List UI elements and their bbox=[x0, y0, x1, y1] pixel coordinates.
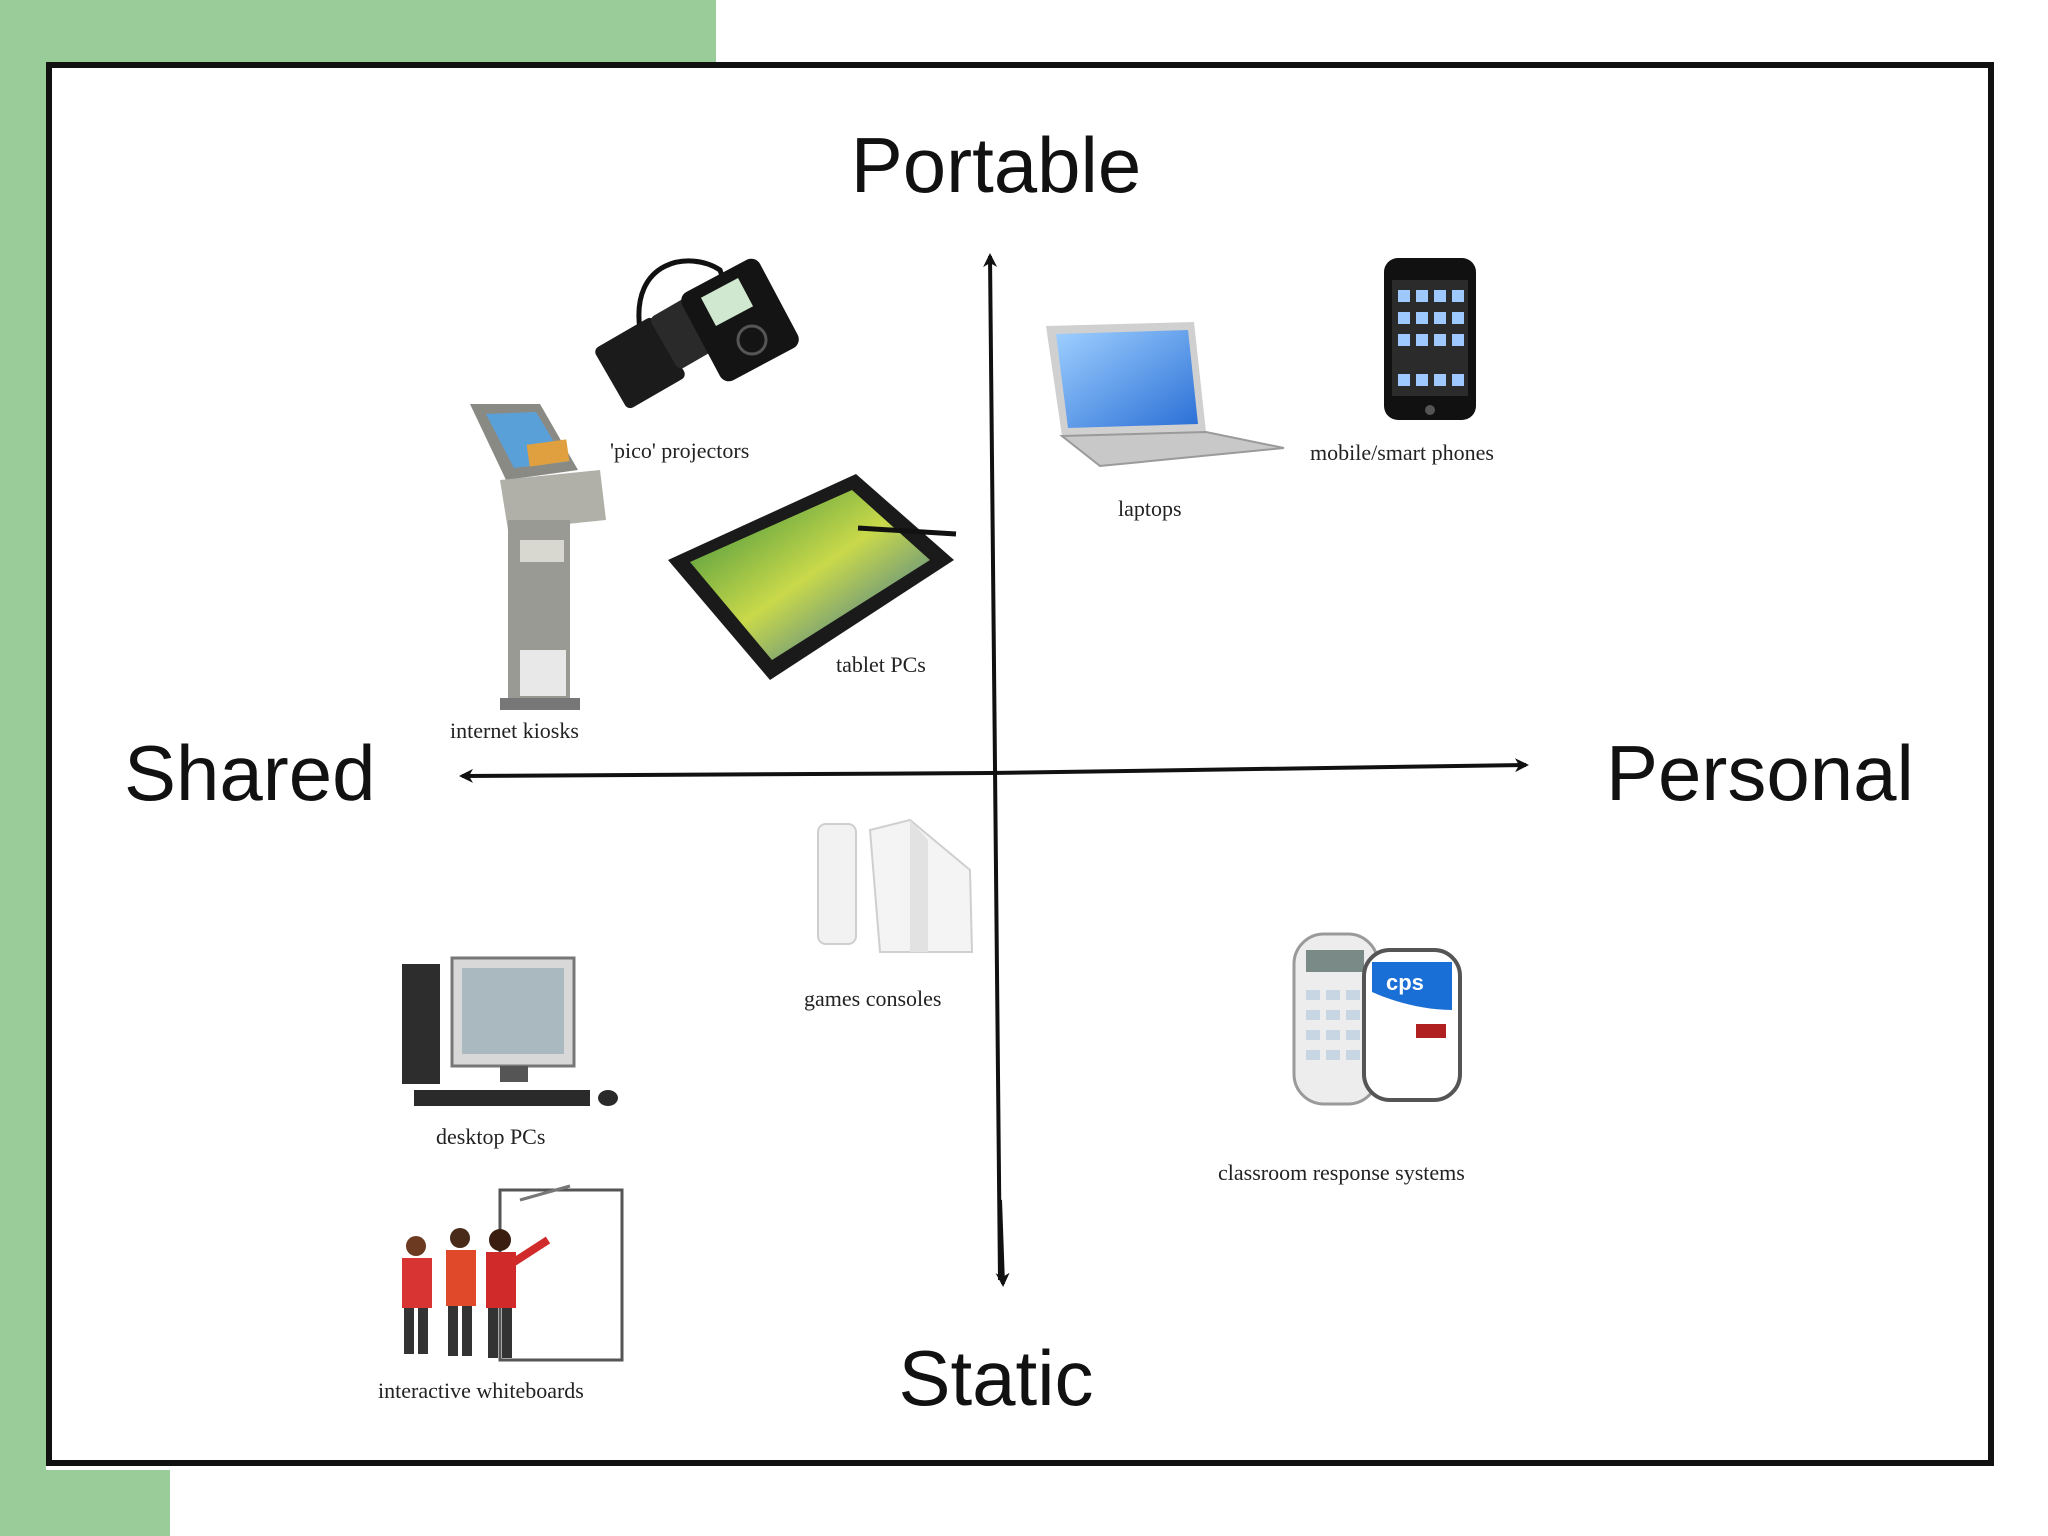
tablet-pc-image bbox=[668, 474, 957, 680]
horizontal-axis-left bbox=[459, 768, 991, 783]
label-desktop-pcs: desktop PCs bbox=[436, 1124, 545, 1149]
background-green-left bbox=[0, 0, 46, 1536]
device-badge-cps: cps bbox=[1386, 970, 1424, 995]
axis-label-portable: Portable bbox=[851, 121, 1142, 209]
pico-projector-image bbox=[595, 258, 799, 409]
desktop-pc-image bbox=[402, 956, 618, 1106]
internet-kiosk-image bbox=[470, 404, 606, 710]
vertical-axis-bottom-arrow bbox=[995, 1199, 1010, 1287]
axis-label-personal: Personal bbox=[1606, 729, 1914, 817]
background-green-bottom bbox=[0, 1470, 170, 1536]
vertical-axis bbox=[983, 253, 1002, 1281]
axis-label-shared: Shared bbox=[124, 729, 376, 817]
label-pico-projectors: 'pico' projectors bbox=[610, 438, 749, 463]
label-games-consoles: games consoles bbox=[804, 986, 941, 1011]
axes bbox=[459, 253, 1529, 1287]
horizontal-axis-right bbox=[989, 758, 1529, 775]
laptop-image bbox=[1046, 322, 1285, 468]
slide-frame bbox=[46, 62, 1994, 1466]
label-mobile-phones: mobile/smart phones bbox=[1310, 440, 1494, 465]
games-console-image bbox=[817, 818, 974, 953]
label-tablet-pcs: tablet PCs bbox=[836, 652, 926, 677]
axis-label-static: Static bbox=[898, 1334, 1093, 1422]
background-green-top bbox=[0, 0, 716, 70]
classroom-response-image: cps bbox=[1292, 932, 1462, 1106]
interactive-whiteboard-image bbox=[402, 1184, 624, 1362]
label-internet-kiosks: internet kiosks bbox=[450, 718, 579, 743]
label-interactive-whiteboards: interactive whiteboards bbox=[378, 1378, 584, 1403]
label-classroom-response: classroom response systems bbox=[1218, 1160, 1465, 1185]
mobile-phone-image bbox=[1384, 258, 1476, 420]
label-laptops: laptops bbox=[1118, 496, 1182, 521]
